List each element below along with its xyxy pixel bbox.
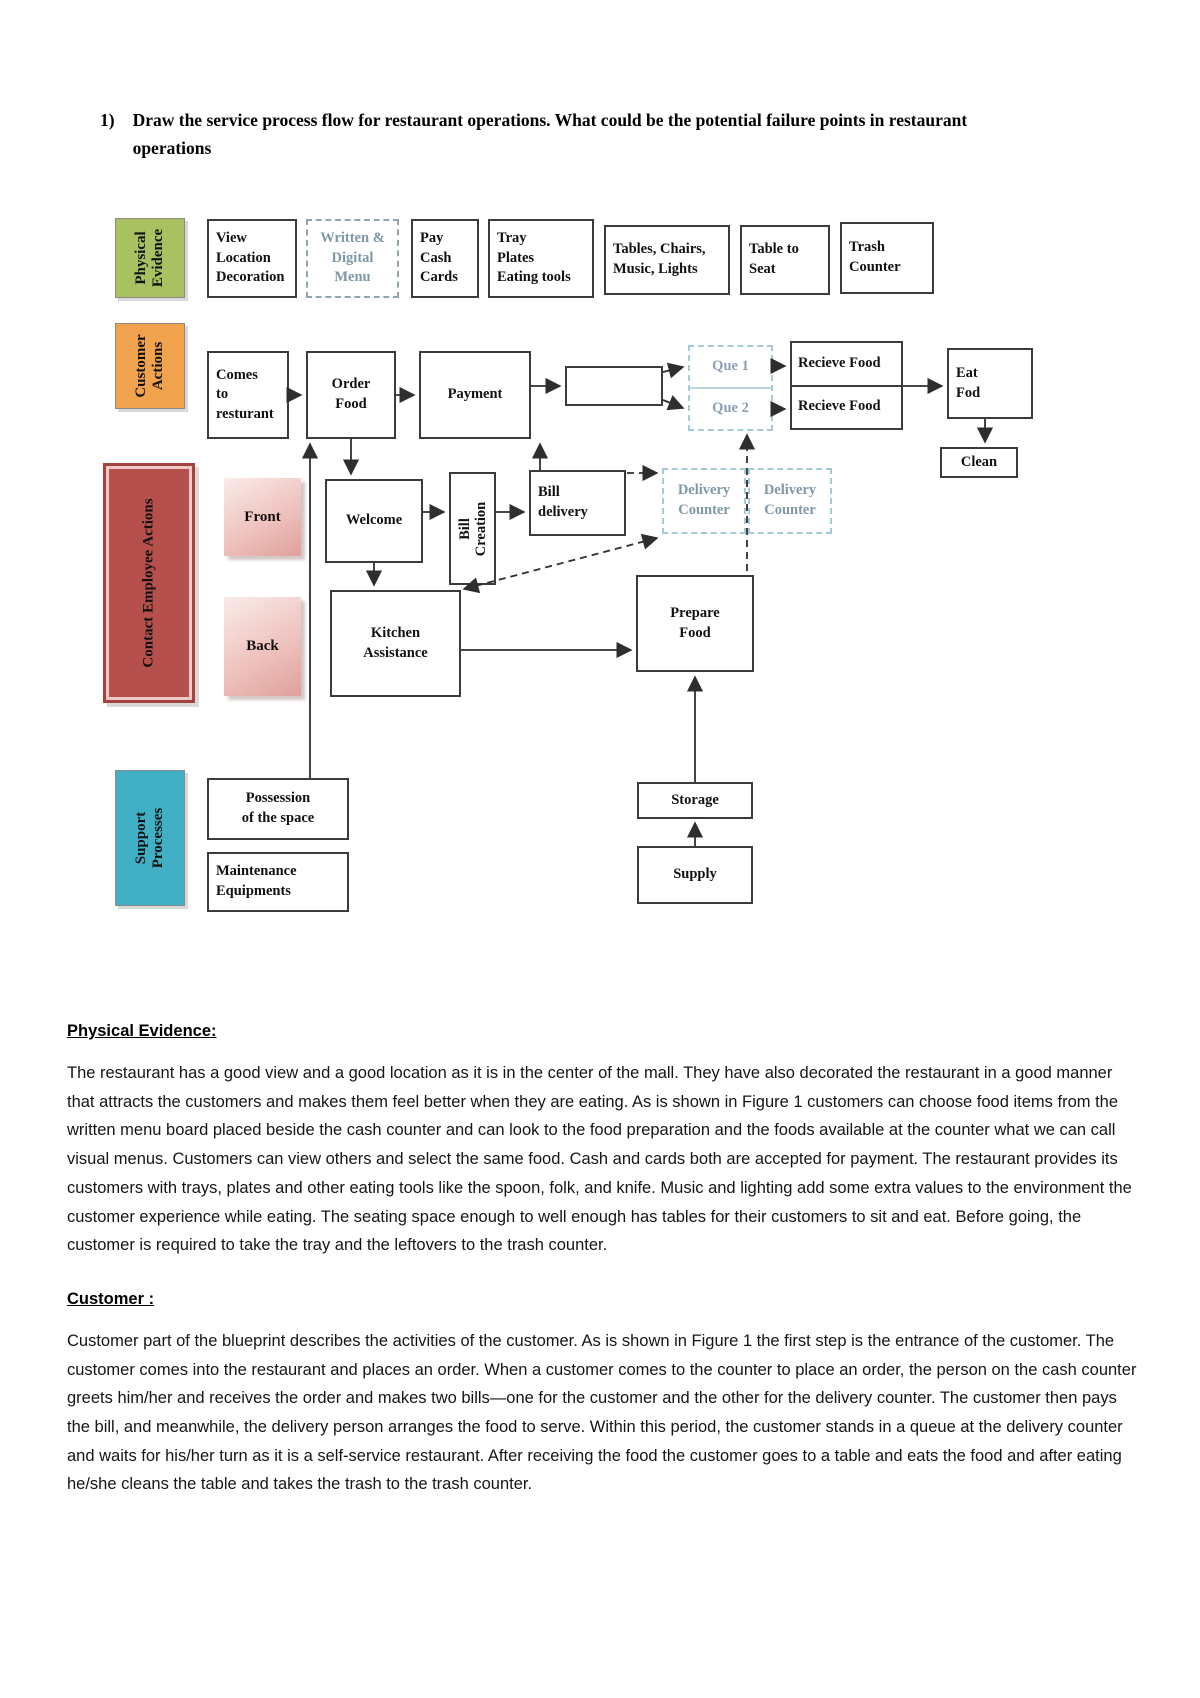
box-kitchen-assistance: Kitchen Assistance: [330, 590, 461, 697]
box-welcome: Welcome: [325, 479, 423, 563]
box-order-food: Order Food: [306, 351, 396, 439]
lane-customer-actions: Customer Actions: [115, 323, 185, 409]
lane-physical-evidence: Physical Evidence: [115, 218, 185, 298]
box-pay-cash-cards: Pay Cash Cards: [411, 219, 479, 298]
box-tables-chairs-music-lights: Tables, Chairs, Music, Lights: [604, 225, 730, 295]
box-que-2: Que 2: [690, 387, 771, 429]
box-comes-to-resturant: Comes to resturant: [207, 351, 289, 439]
box-possession-of-the-space: Possession of the space: [207, 778, 349, 840]
box-front: Front: [224, 478, 301, 556]
question-number: 1): [100, 110, 115, 130]
box-delivery-counter-2: Delivery Counter: [748, 468, 832, 534]
section-heading-customer: Customer :: [67, 1289, 155, 1308]
question-text: Draw the service process flow for restau…: [132, 110, 968, 158]
box-prepare-food: Prepare Food: [636, 575, 754, 672]
box-que-1: Que 1: [712, 358, 749, 375]
lane-support-processes-label: Support Processes: [133, 807, 166, 869]
box-written-digital-menu: Written & Digital Menu: [306, 219, 399, 298]
lane-customer-actions-label: Customer Actions: [133, 334, 166, 398]
section-heading-physical-evidence: Physical Evidence:: [67, 1022, 217, 1040]
box-table-to-seat: Table to Seat: [740, 225, 830, 295]
lane-contact-employee-actions: Contact Employee Actions: [103, 463, 195, 703]
lane-physical-evidence-label: Physical Evidence: [133, 228, 166, 288]
body-text: Physical Evidence: The restaurant has a …: [67, 1022, 1137, 1529]
box-recieve-food-stack: Recieve Food Recieve Food: [790, 341, 903, 430]
box-payment: Payment: [419, 351, 531, 439]
question-title: 1) Draw the service process flow for res…: [100, 106, 1030, 162]
box-bill-delivery: Bill delivery: [529, 470, 626, 536]
lane-contact-employee-actions-label: Contact Employee Actions: [140, 498, 157, 668]
box-eat-fod: Eat Fod: [947, 348, 1033, 419]
box-back: Back: [224, 597, 301, 696]
section-body-physical-evidence: The restaurant has a good view and a goo…: [67, 1064, 1132, 1255]
box-supply: Supply: [637, 846, 753, 904]
box-recieve-food-1: Recieve Food: [798, 354, 881, 371]
box-tray-plates-eating-tools: Tray Plates Eating tools: [488, 219, 594, 298]
box-clean: Clean: [940, 447, 1018, 478]
figure-service-blueprint: Physical Evidence Customer Actions Conta…: [0, 200, 1200, 1020]
box-bill-creation-label: Bill Creation: [456, 501, 489, 556]
box-maintenance-equipments: Maintenance Equipments: [207, 852, 349, 912]
lane-support-processes: Support Processes: [115, 770, 185, 906]
section-body-customer: Customer part of the blueprint describes…: [67, 1331, 1137, 1494]
box-view-location-decoration: View Location Decoration: [207, 219, 297, 298]
box-queue-splitter: [565, 366, 663, 406]
box-trash-counter: Trash Counter: [840, 222, 934, 294]
box-delivery-counter-1: Delivery Counter: [662, 468, 746, 534]
box-bill-creation: Bill Creation: [449, 472, 496, 585]
box-queues: Que 1 Que 2: [688, 345, 773, 431]
box-storage: Storage: [637, 782, 753, 819]
box-recieve-food-2: Recieve Food: [792, 384, 901, 429]
